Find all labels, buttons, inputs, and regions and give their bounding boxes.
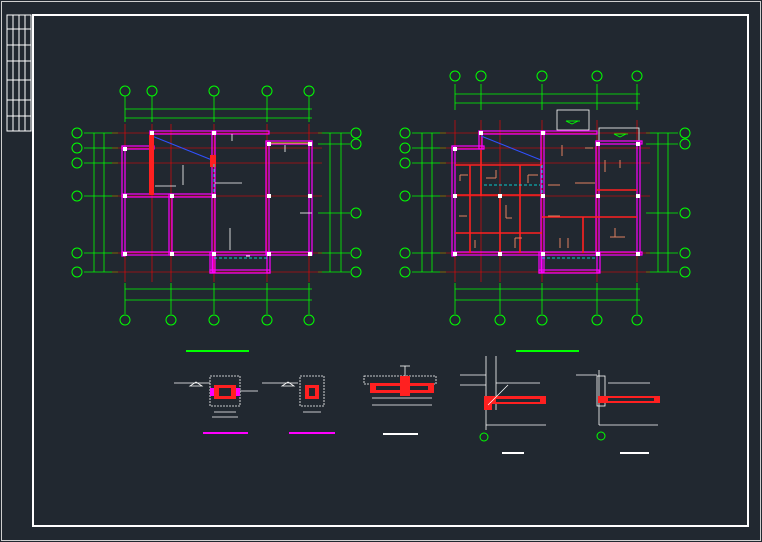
left-plan-details bbox=[149, 134, 312, 259]
detail-section-4 bbox=[460, 356, 546, 454]
right-plan-diagonal bbox=[480, 135, 542, 161]
right-plan-columns bbox=[453, 131, 640, 256]
right-plan-axis-bubbles bbox=[399, 70, 691, 326]
detail-section-2 bbox=[262, 375, 335, 434]
right-plan-dimensions-top bbox=[454, 84, 640, 110]
left-plan-dimensions-right bbox=[318, 132, 350, 273]
left-plan-columns bbox=[123, 131, 312, 256]
detail-section-3 bbox=[363, 365, 437, 435]
right-plan bbox=[399, 70, 691, 326]
title-block bbox=[6, 14, 32, 132]
left-plan-dimensions-top bbox=[124, 96, 312, 122]
left-plan bbox=[71, 85, 362, 326]
left-plan-axis-bubbles bbox=[71, 85, 362, 326]
right-plan-rebar-marks bbox=[459, 145, 625, 248]
left-plan-dimensions-left bbox=[84, 132, 118, 273]
detail-section-1 bbox=[174, 375, 258, 434]
detail-section-5 bbox=[576, 370, 660, 454]
right-plan-beams bbox=[455, 150, 637, 253]
drawing-frame bbox=[32, 14, 749, 527]
right-plan-hidden-lines bbox=[484, 165, 597, 259]
right-plan-dimensions-right bbox=[646, 132, 678, 273]
right-plan-dimensions-bottom bbox=[454, 283, 640, 314]
left-plan-dimensions-bottom bbox=[124, 283, 312, 314]
